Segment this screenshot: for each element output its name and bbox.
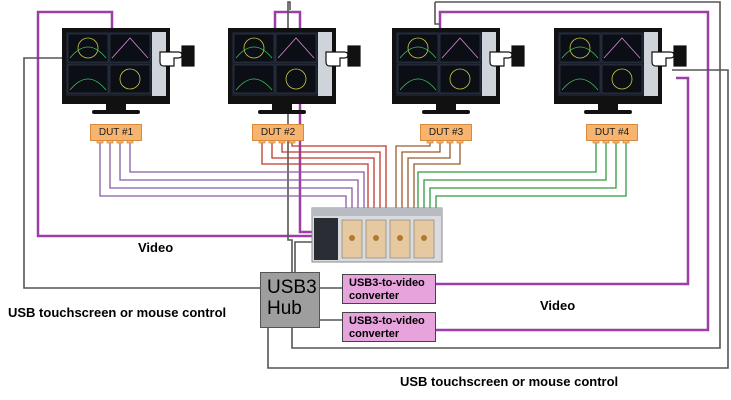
dut2-wires	[261, 141, 387, 228]
dut-3-box: DUT #3	[420, 124, 472, 141]
usb-cable-3	[434, 2, 440, 25]
pointing-hand-icon	[159, 45, 195, 67]
usb3-to-video-converter-1: USB3-to-video converter	[342, 274, 436, 304]
usb-cable-1	[23, 57, 260, 289]
pointing-hand-icon	[325, 45, 361, 67]
dut3-wires	[395, 141, 461, 228]
dut-pins	[96, 136, 630, 144]
usb-cable-4	[267, 69, 729, 369]
pointing-hand-icon	[651, 45, 687, 67]
usb-cables	[23, 1, 729, 369]
usb3-hub: USB3 Hub	[260, 272, 320, 328]
usb-cable-2	[287, 1, 293, 272]
hub-to-chassis	[294, 241, 318, 272]
video-cable-4	[436, 76, 690, 286]
dut-1-box: DUT #1	[90, 124, 142, 141]
dut-4-box: DUT #4	[586, 124, 638, 141]
usb-cable-3b	[291, 1, 721, 349]
usb3-to-video-converter-2: USB3-to-video converter	[342, 312, 436, 342]
monitors	[62, 28, 662, 114]
dut-2-box: DUT #2	[252, 124, 304, 141]
monitor-2	[228, 28, 336, 114]
dut4-wires	[417, 141, 627, 228]
video-cable-1	[36, 10, 318, 238]
video-label-right: Video	[540, 298, 576, 313]
hub-label-line1: USB3	[267, 277, 317, 298]
instrument-chassis	[311, 207, 443, 263]
video-label-left: Video	[138, 240, 174, 255]
monitor-1	[62, 28, 170, 114]
video-cable-3	[436, 10, 710, 332]
hub-label-line2: Hub	[267, 298, 302, 319]
pointing-hand-icon	[489, 45, 525, 67]
video-cables	[36, 10, 710, 332]
monitor-4	[554, 28, 662, 114]
monitor-3	[392, 28, 500, 114]
usb-control-label-left: USB touchscreen or mouse control	[8, 305, 227, 320]
video-cable-2	[273, 10, 318, 234]
touch-hand-icons	[159, 45, 687, 67]
usb-control-label-bottom: USB touchscreen or mouse control	[400, 374, 619, 389]
